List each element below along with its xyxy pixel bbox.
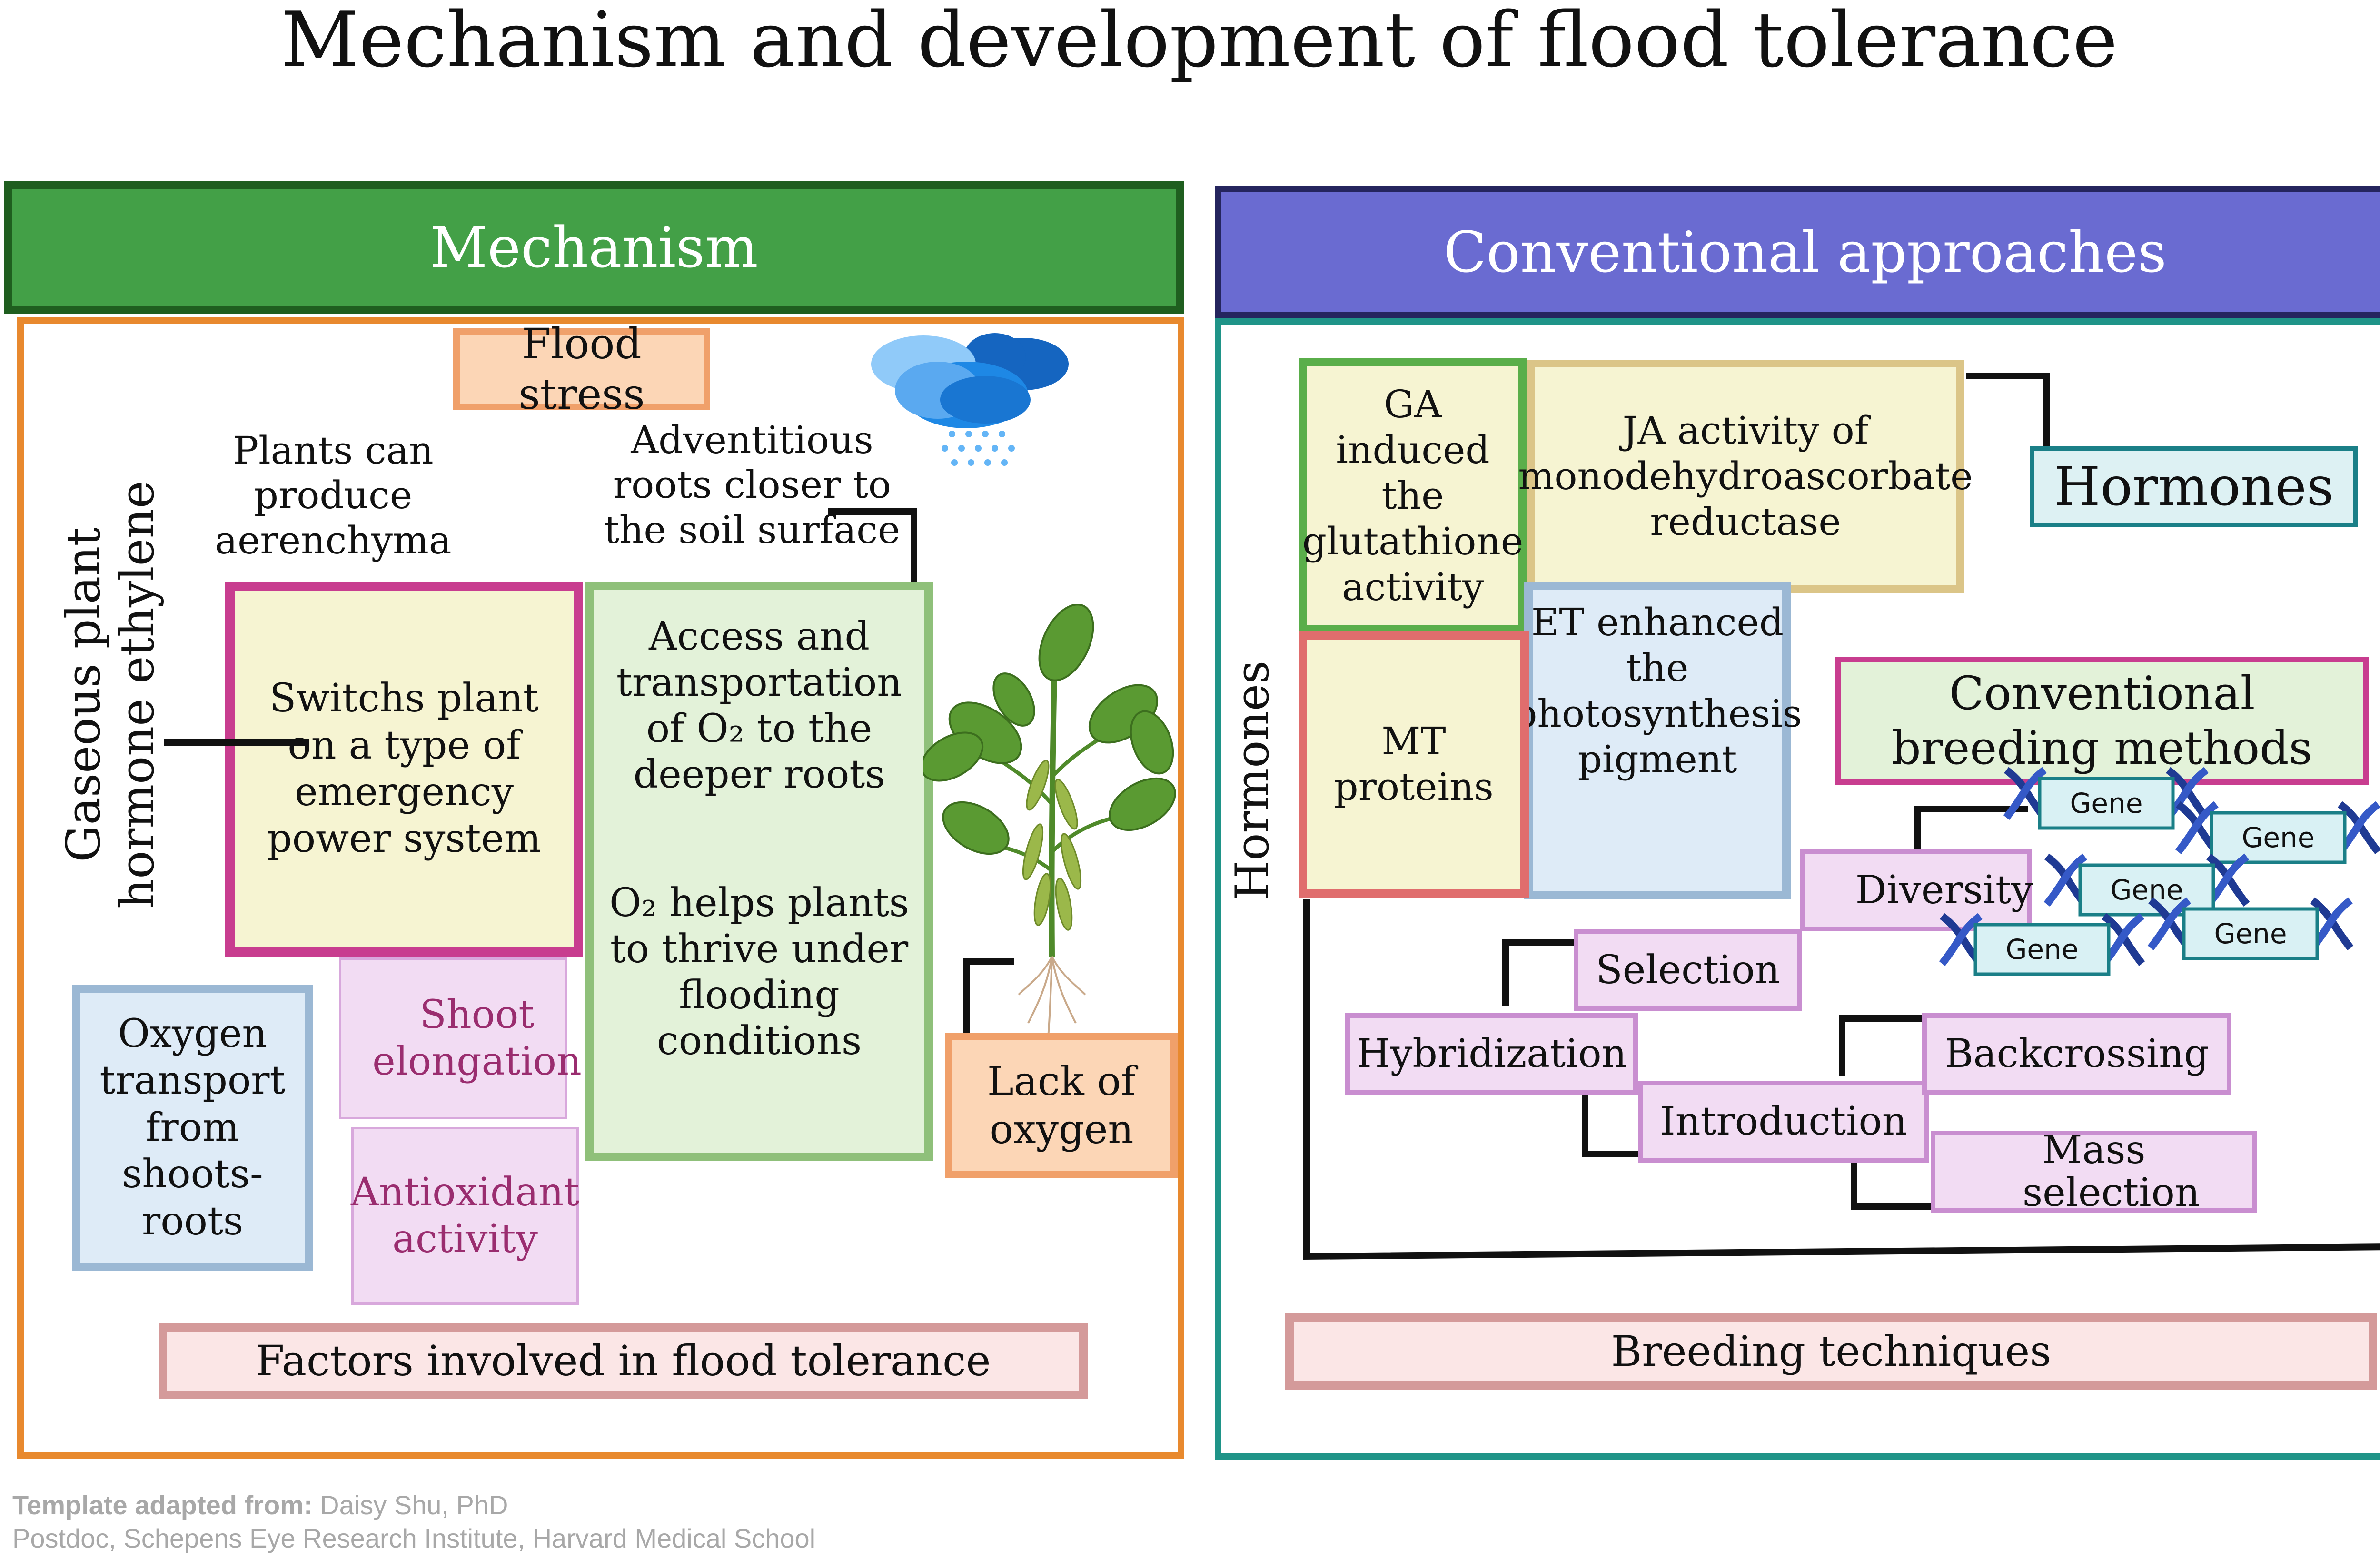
breeding-methods-box: Conventional breeding methods <box>1835 657 2369 785</box>
et-box: ET enhanced the photosynthesis pigment <box>1513 582 1802 899</box>
credit-line-2: Postdoc, Schepens Eye Research Institute… <box>12 1523 815 1554</box>
breeding-techniques-text: Breeding techniques <box>1611 1327 2052 1376</box>
mt-text: MT proteins <box>1334 719 1494 809</box>
antioxidant-text: Antioxidant activity <box>350 1169 580 1262</box>
oxygen-transport-text: Oxygen transport from shoots-roots <box>99 1011 286 1244</box>
shoot-elongation-text: Shoot elongation <box>372 992 582 1084</box>
diversity-box: Diversity <box>1800 849 2033 931</box>
flood-stress-label: Flood stress <box>518 319 645 419</box>
hybridization-box: Hybridization <box>1345 1013 1638 1095</box>
gene-label: Gene <box>2214 918 2287 950</box>
conventional-header: Conventional approaches <box>1215 186 2380 319</box>
gene-label: Gene <box>2070 787 2142 819</box>
access-box <box>585 582 933 1161</box>
switch-box: Switchs plant on a type of emergency pow… <box>225 582 583 957</box>
backcrossing-box: Backcrossing <box>1922 1013 2231 1095</box>
gene-icon: Gene <box>2175 801 2380 864</box>
selection-text: Selection <box>1596 947 1780 993</box>
gene-label: Gene <box>2110 874 2183 906</box>
oxygen-transport-box: Oxygen transport from shoots-roots <box>72 985 313 1271</box>
plant-icon <box>923 604 1176 1038</box>
breeding-techniques-box: Breeding techniques <box>1285 1313 2377 1390</box>
lack-oxygen-text: Lack of oxygen <box>987 1058 1136 1153</box>
gene-icon: Gene <box>1939 913 2145 976</box>
flood-stress-box: Flood stress <box>453 319 710 419</box>
introduction-box: Introduction <box>1638 1081 1929 1163</box>
selection-box: Selection <box>1574 929 1802 1011</box>
credit-line-1: Template adapted from: Daisy Shu, PhD <box>12 1490 508 1520</box>
access-text: Access and transportation of O₂ to the d… <box>616 614 902 798</box>
aerenchyma-text: Plants can produce aerenchyma <box>215 428 452 562</box>
conventional-header-label: Conventional approaches <box>1443 219 2167 285</box>
diversity-text: Diversity <box>1855 867 2033 913</box>
mechanism-header-label: Mechanism <box>430 215 758 280</box>
conventional-panel <box>1215 318 2380 1460</box>
gene-icon: Gene <box>2043 853 2250 917</box>
credit-affiliation: Postdoc, Schepens Eye Research Institute… <box>12 1523 816 1553</box>
o2-helps-text: O₂ helps plants to thrive under flooding… <box>609 880 909 1064</box>
factors-text: Factors involved in flood tolerance <box>255 1336 991 1386</box>
et-text: ET enhanced the photosynthesis pigment <box>1513 600 1802 781</box>
page-title: Mechanism and development of flood toler… <box>281 0 2118 84</box>
switch-text: Switchs plant on a type of emergency pow… <box>267 676 541 862</box>
introduction-text: Introduction <box>1660 1098 1907 1144</box>
gene-label: Gene <box>2005 933 2078 966</box>
rain-cloud-icon <box>871 333 1069 466</box>
credit-author: Daisy Shu, PhD <box>320 1490 508 1520</box>
breeding-methods-text: Conventional breeding methods <box>1892 666 2312 775</box>
hybridization-text: Hybridization <box>1356 1031 1627 1076</box>
ga-box: GA induced the glutathione activity <box>1299 358 1527 634</box>
mt-box: MT proteins <box>1299 631 1529 898</box>
credit-label: Template adapted from: <box>12 1490 313 1520</box>
shoot-elongation-box: Shoot elongation <box>339 957 582 1119</box>
gene-label: Gene <box>2241 821 2314 854</box>
ja-text: JA activity of monodehydroascorbate redu… <box>1518 408 1973 544</box>
lack-oxygen-box: Lack of oxygen <box>945 1033 1178 1178</box>
hormones-box: Hormones <box>2030 446 2358 527</box>
gene-icon: Gene <box>2147 897 2354 960</box>
mass-selection-box: Mass selection <box>1931 1128 2257 1214</box>
gene-icon: Gene <box>2003 767 2210 830</box>
factors-box: Factors involved in flood tolerance <box>159 1323 1088 1399</box>
antioxidant-box: Antioxidant activity <box>351 1127 579 1305</box>
backcrossing-text: Backcrossing <box>1944 1031 2209 1076</box>
adventitious-roots-text: Adventitious roots closer to the soil su… <box>604 418 901 552</box>
ja-box: JA activity of monodehydroascorbate redu… <box>1518 360 1973 593</box>
mechanism-header: Mechanism <box>4 181 1184 314</box>
hormones-box-text: Hormones <box>2053 455 2334 518</box>
mechanism-panel <box>17 317 1184 1459</box>
ga-text: GA induced the glutathione activity <box>1302 382 1524 609</box>
